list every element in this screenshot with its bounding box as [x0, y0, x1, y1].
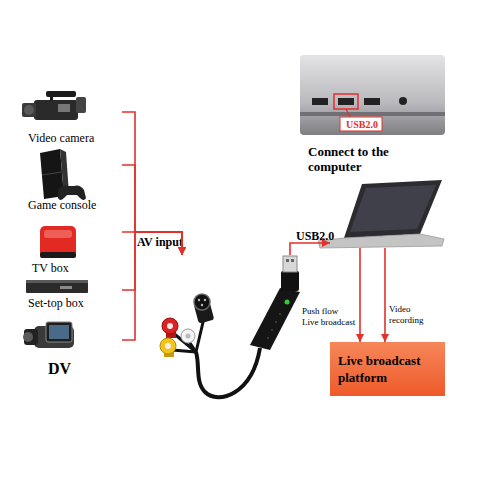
port-label: USB2.0	[342, 118, 382, 131]
node-heading: Connect to the computer	[308, 144, 443, 174]
usb-plug-hole	[291, 259, 294, 262]
red-rca-plug	[162, 318, 178, 334]
game-console-icon	[40, 149, 86, 200]
tv-box-icon	[40, 226, 76, 258]
capture-led	[285, 300, 290, 305]
set-top-box-display	[60, 286, 72, 289]
signal-arrow	[122, 232, 182, 255]
camera-handle-post	[50, 96, 53, 101]
white-rca-plug	[181, 329, 195, 343]
capture-vent	[267, 337, 269, 339]
game-controller	[58, 186, 86, 201]
dv-lens	[23, 332, 33, 342]
laptop-icon	[318, 180, 444, 248]
edge-label: USB2.0	[296, 229, 334, 243]
yellow-rca-pin	[165, 343, 171, 349]
camera-body	[34, 100, 78, 120]
camera-panel	[58, 104, 70, 112]
connector-group	[122, 112, 385, 342]
port-leader	[346, 109, 350, 117]
audio-jack	[399, 97, 407, 105]
capture-vent	[275, 321, 277, 323]
signal-arrow	[359, 248, 361, 342]
dv-lens-barrel	[24, 329, 38, 345]
laptop-screen	[350, 185, 436, 232]
camera-lens-hood	[22, 103, 36, 117]
yellow-rca-plug	[160, 338, 176, 354]
usb-capture-device	[160, 256, 300, 397]
edge-label: Video recording	[389, 304, 439, 326]
dv-body	[34, 326, 74, 348]
laptop-side-panel	[300, 55, 445, 135]
device-label: Game console	[28, 198, 96, 212]
port-label-frame	[340, 117, 382, 131]
platform-box: Live broadcast platform	[330, 342, 445, 396]
node-heading: AV input	[137, 235, 183, 249]
usb-plug-housing	[281, 271, 299, 291]
edge-label: Push flow Live broadcast	[302, 306, 356, 328]
tv-box-body	[40, 226, 76, 258]
svideo-lead	[196, 318, 204, 352]
port-slot	[312, 98, 328, 105]
yellow-lead	[172, 350, 196, 352]
signal-arrow	[122, 165, 182, 255]
white-rca-pin	[186, 334, 191, 339]
laptop-side-edge	[300, 112, 445, 116]
svideo-pin	[201, 304, 203, 306]
port-slot	[364, 98, 380, 105]
tv-box-highlight	[44, 230, 72, 238]
device-label: Video camera	[28, 131, 94, 145]
device-node: TV box	[22, 222, 122, 276]
capture-cable	[196, 348, 260, 397]
laptop-base	[318, 234, 444, 248]
computer-node: Connect to the computer	[330, 178, 445, 248]
set-top-box-front	[26, 283, 88, 293]
device-label: TV box	[32, 261, 69, 275]
usb-plug-hole	[286, 259, 289, 262]
signal-arrow	[122, 112, 182, 255]
camera-viewfinder	[76, 97, 86, 113]
svideo-pin	[204, 299, 206, 301]
device-label: DV	[48, 360, 71, 378]
device-label: Set-top box	[28, 296, 84, 310]
capture-vent	[279, 313, 281, 315]
signal-arrow	[290, 243, 330, 255]
svideo-pin	[198, 299, 200, 301]
dv-screen-glass	[49, 325, 69, 339]
camera-lens	[24, 105, 34, 115]
laptop-screen-frame	[344, 180, 442, 238]
video-camera-icon	[22, 91, 86, 120]
dv-flip-screen	[46, 322, 72, 342]
set-top-box-icon	[26, 280, 88, 293]
capture-body	[250, 288, 300, 350]
signal-arrow	[122, 232, 182, 340]
tv-box-base	[40, 252, 76, 258]
laptop-port-photo	[300, 55, 445, 135]
device-node: Game console	[22, 148, 122, 214]
capture-vent	[271, 329, 273, 331]
device-node: DV	[22, 318, 122, 380]
port-highlight	[334, 94, 358, 109]
usb-plug-metal	[283, 256, 297, 272]
device-node: Video camera	[22, 88, 122, 146]
signal-arrow	[122, 232, 182, 290]
dv-camcorder-icon	[23, 322, 74, 348]
device-node: Set-top box	[22, 278, 122, 310]
capture-card-node: AV input	[150, 255, 300, 405]
port-slot	[338, 98, 354, 105]
red-rca-pin	[167, 323, 173, 329]
svideo-plug-face	[194, 294, 210, 310]
console-groove	[42, 172, 62, 175]
signal-arrow	[384, 248, 386, 342]
platform-title: Live broadcast platform	[338, 352, 438, 386]
